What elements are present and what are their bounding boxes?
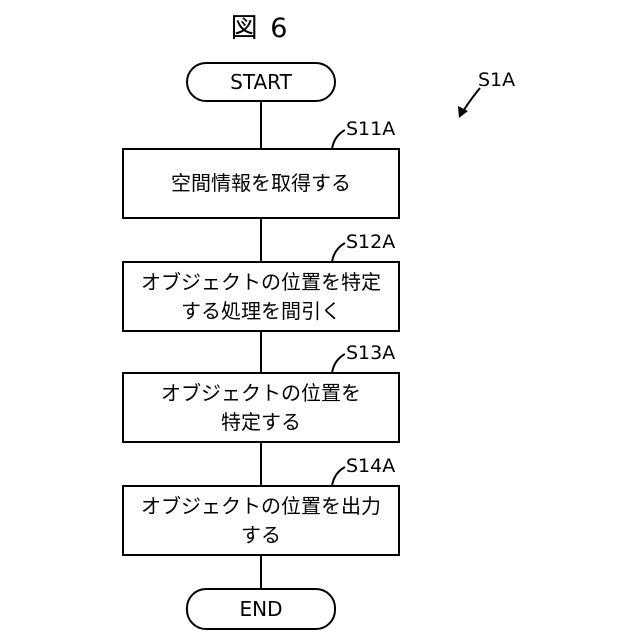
step-box-s12a: オブジェクトの位置を特定 する処理を間引く: [122, 261, 400, 332]
step-text-s14a: オブジェクトの位置を出力 する: [141, 492, 381, 550]
step-text-s12a: オブジェクトの位置を特定 する処理を間引く: [141, 268, 381, 326]
step-text-s13a: オブジェクトの位置を 特定する: [161, 379, 361, 437]
start-terminal: START: [186, 62, 336, 102]
end-label: END: [240, 597, 283, 621]
step-text-s11a: 空間情報を取得する: [171, 169, 351, 198]
step-box-s11a: 空間情報を取得する: [122, 148, 400, 219]
figure-title: 図 6: [220, 6, 300, 45]
leader-s12a: [332, 243, 345, 262]
step-id-s13a: S13A: [346, 342, 395, 364]
leader-s14a: [332, 467, 345, 486]
step-id-s14a: S14A: [346, 455, 395, 477]
step-id-s12a: S12A: [346, 231, 395, 253]
step-id-s11a: S11A: [346, 118, 395, 140]
end-terminal: END: [186, 588, 336, 630]
leader-s13a: [332, 354, 345, 373]
start-label: START: [230, 70, 292, 94]
step-box-s13a: オブジェクトの位置を 特定する: [122, 372, 400, 443]
step-box-s14a: オブジェクトの位置を出力 する: [122, 485, 400, 556]
process-label: S1A: [478, 69, 515, 91]
leader-s1a: [462, 88, 480, 113]
leader-s11a: [332, 130, 345, 149]
